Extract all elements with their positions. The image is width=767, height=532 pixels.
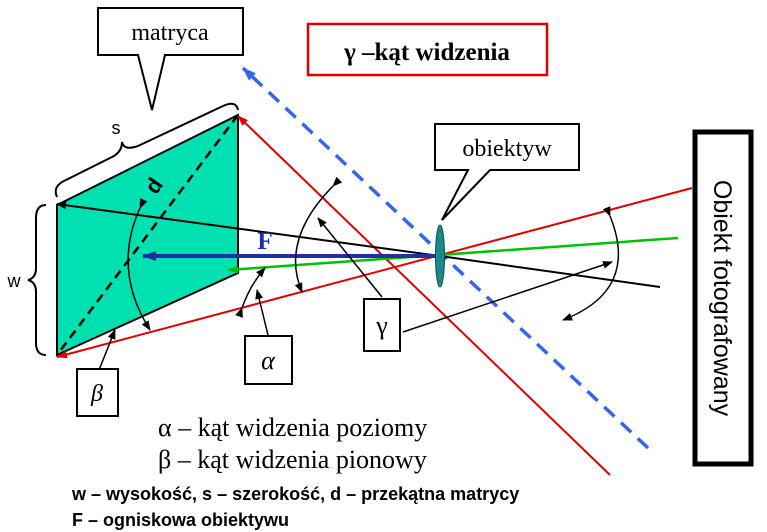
- pointer-beta: [98, 329, 116, 371]
- legend-beta: β – kąt widzenia pionowy: [158, 445, 427, 474]
- title-text: γ –kąt widzenia: [343, 39, 510, 66]
- gamma-box: [363, 298, 401, 352]
- label-w: w: [7, 271, 22, 291]
- legend-alpha: α – kąt widzenia poziomy: [158, 413, 427, 442]
- callout-matrix-text: matryca: [131, 20, 209, 46]
- object-text: Obiekt fotografowany: [708, 180, 736, 417]
- arc-gamma-left: [294, 176, 343, 293]
- lens-shape: [435, 224, 445, 288]
- arc-beta: [127, 198, 151, 331]
- legend-focal: F – ogniskowa obiektywu: [72, 510, 289, 530]
- gamma-symbol: γ: [375, 311, 388, 340]
- alpha-symbol: α: [261, 346, 276, 375]
- pointer-alpha: [255, 289, 269, 336]
- arc-alpha: [235, 267, 266, 318]
- brace-w: [27, 204, 47, 356]
- label-s: s: [112, 118, 121, 138]
- arc-gamma-right: [562, 206, 620, 321]
- red-ray-lower: [237, 115, 611, 476]
- legend-symbols: w – wysokość, s – szerokość, d – przekąt…: [71, 484, 519, 504]
- callout-lens-box: [434, 123, 580, 221]
- alpha-box: [244, 335, 293, 385]
- object-box: [692, 129, 754, 467]
- label-F: F: [257, 228, 272, 255]
- pointer-gamma-right: [402, 261, 613, 333]
- pointer-gamma-left: [317, 217, 383, 298]
- callout-lens-text: obiektyw: [462, 136, 552, 162]
- title-box: [306, 22, 549, 77]
- beta-box: [76, 368, 119, 417]
- black-ray-bottom: [439, 255, 661, 288]
- black-ray-top: [56, 201, 441, 257]
- callout-matrix-box: [97, 7, 244, 111]
- brace-s: [54, 102, 239, 198]
- blue-dashed-line: [241, 66, 650, 450]
- beta-symbol: β: [90, 381, 103, 407]
